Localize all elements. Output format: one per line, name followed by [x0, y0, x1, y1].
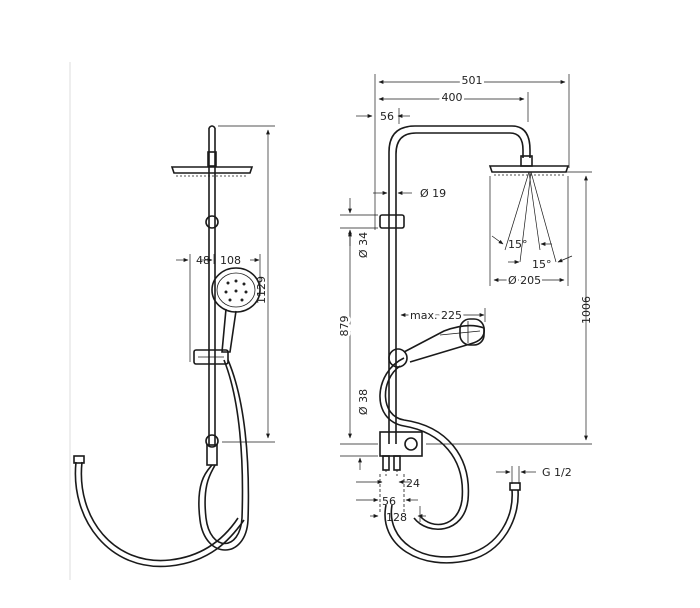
- side-riser-pipe: [208, 125, 216, 445]
- dim-501-label: 501: [462, 74, 483, 87]
- dim-dia-38-label: Ø 38: [357, 389, 370, 415]
- front-hand-shower: [388, 318, 486, 368]
- angle-left-label: 15°: [508, 238, 528, 251]
- dim-879-label: 879: [338, 316, 351, 337]
- spray-angle-lines: 15° 15°: [491, 171, 573, 271]
- front-hose: [379, 357, 521, 564]
- dim-108-label: 108: [220, 254, 241, 267]
- dim-56-top-label: 56: [380, 110, 394, 123]
- side-slider-holder: [193, 349, 229, 365]
- side-overhead-shower: [170, 151, 254, 177]
- side-hand-shower: [211, 267, 261, 353]
- dim-48-108: 48 108: [176, 254, 261, 362]
- dim-dia-205: Ø 205: [489, 176, 569, 289]
- dim-501: 501: [374, 72, 570, 230]
- dim-56-bottom-label: 56: [382, 495, 396, 508]
- front-view: 15° 15°: [336, 72, 593, 564]
- dim-dia-19-label: Ø 19: [420, 187, 446, 200]
- dim-400-label: 400: [442, 91, 463, 104]
- dim-bottom-set: 24 56 128: [356, 477, 426, 524]
- dim-1129-label: 1129: [255, 276, 268, 304]
- front-slider: [388, 348, 408, 368]
- dim-128-label: 128: [386, 511, 407, 524]
- dim-max-225-label: max. 225: [410, 309, 462, 322]
- dim-400: 400: [378, 89, 529, 122]
- side-hose: [73, 359, 250, 568]
- dim-thread: G 1/2: [496, 466, 572, 484]
- dim-56-top: 56: [356, 108, 410, 124]
- dim-24-label: 24: [406, 477, 420, 490]
- front-wall-bracket: [379, 214, 405, 229]
- side-mixer-body: [206, 444, 218, 466]
- side-view: 1129 48 108: [69, 62, 275, 580]
- dim-48-label: 48: [196, 254, 210, 267]
- dim-thread-label: G 1/2: [542, 466, 572, 479]
- dim-max-225: max. 225: [400, 307, 486, 325]
- dim-1006-label: 1006: [580, 296, 593, 324]
- dim-dia-34-label: Ø 34: [357, 232, 370, 258]
- dim-dia-38: Ø 38: [340, 389, 378, 470]
- dim-dia-34-879: Ø 34 879: [336, 198, 378, 439]
- angle-right-label: 15°: [532, 258, 552, 271]
- side-pipe-joint-top: [205, 215, 219, 229]
- front-riser-and-arm: [388, 125, 531, 444]
- dim-1129: 1129: [218, 125, 275, 443]
- dim-1006: 1006: [426, 171, 593, 445]
- side-pipe-joint-bottom: [205, 434, 219, 448]
- dim-dia-19: Ø 19: [373, 187, 446, 200]
- dim-dia-205-label: Ø 205: [508, 274, 541, 287]
